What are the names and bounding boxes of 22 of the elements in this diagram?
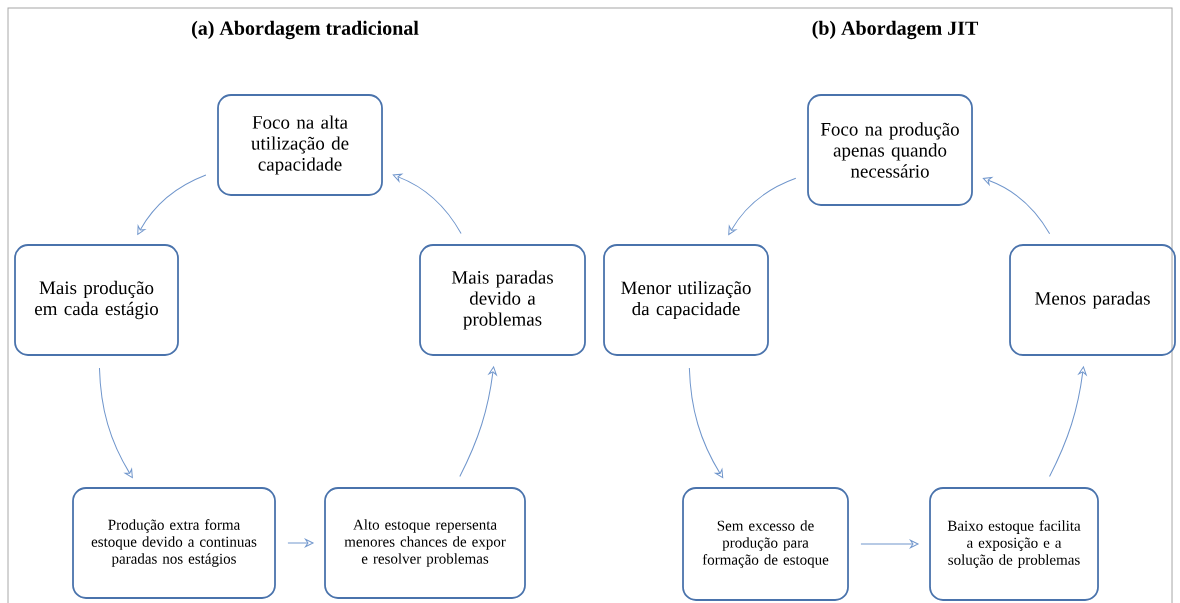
panel-title: (b) Abordagem JIT: [812, 20, 979, 40]
process-box: Mais paradas devido a problemas: [419, 244, 586, 356]
process-box: Foco na alta utilização de capacidade: [217, 94, 383, 196]
process-box: Menos paradas: [1009, 244, 1176, 356]
panel-title: (a) Abordagem tradicional: [192, 20, 419, 40]
arrow: [98, 367, 133, 479]
process-box: Alto estoque repersenta menores chances de expor e resolver problemas: [324, 487, 526, 599]
arrow: [860, 539, 919, 549]
arrow: [459, 366, 497, 477]
arrow: [392, 173, 462, 235]
process-box: Mais produção em cada estágio: [14, 244, 179, 356]
arrow: [728, 177, 797, 235]
arrow: [287, 538, 314, 548]
process-box: Foco na produção apenas quando necessário: [807, 94, 973, 206]
process-box: Sem excesso de produção para formação de estoque: [682, 487, 849, 601]
arrow: [137, 174, 207, 235]
process-box: Menor utilização da capacidade: [603, 244, 769, 356]
process-box: Produção extra forma estoque devido a continuas paradas nos estágios: [72, 487, 276, 599]
arrow: [1049, 366, 1087, 477]
arrow: [982, 176, 1051, 235]
arrow: [688, 367, 724, 479]
process-box: Baixo estoque facilita a exposição e a solução de problemas: [929, 487, 1099, 601]
